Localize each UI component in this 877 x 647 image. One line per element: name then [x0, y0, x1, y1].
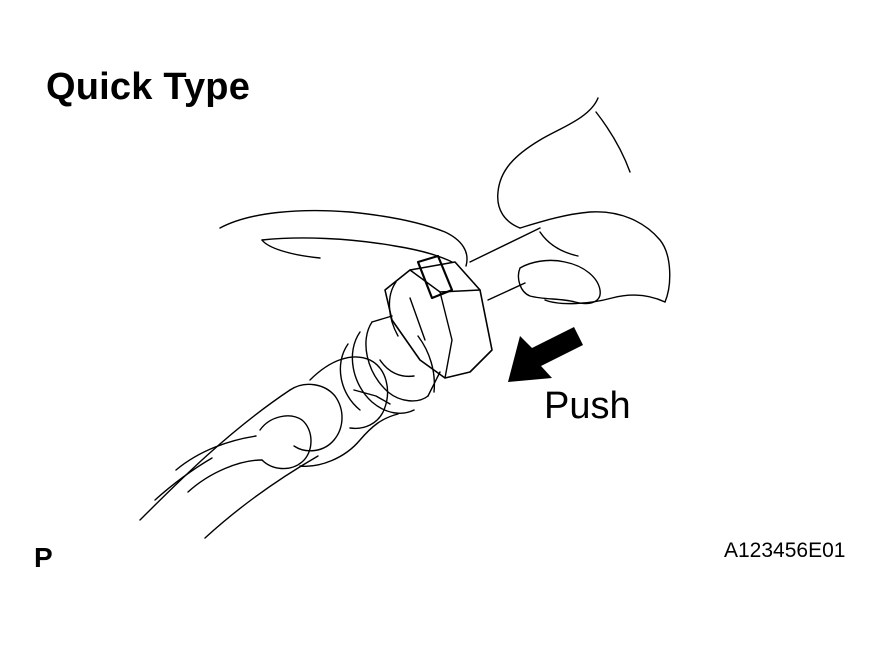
- right-hand-drawing: [497, 97, 671, 305]
- hose-drawing: [139, 389, 319, 539]
- push-direction-arrow-icon: [508, 327, 583, 382]
- left-hand-lower-drawing: [175, 335, 436, 493]
- figure-code: A123456E01: [724, 539, 846, 562]
- figure-title: Quick Type: [46, 66, 251, 108]
- corner-letter: P: [34, 542, 53, 573]
- push-instruction-label: Push: [544, 385, 631, 427]
- quick-connector-drawing: [339, 254, 493, 414]
- fuel-tube-drawing: [469, 227, 541, 301]
- left-hand-upper-drawing: [219, 209, 468, 267]
